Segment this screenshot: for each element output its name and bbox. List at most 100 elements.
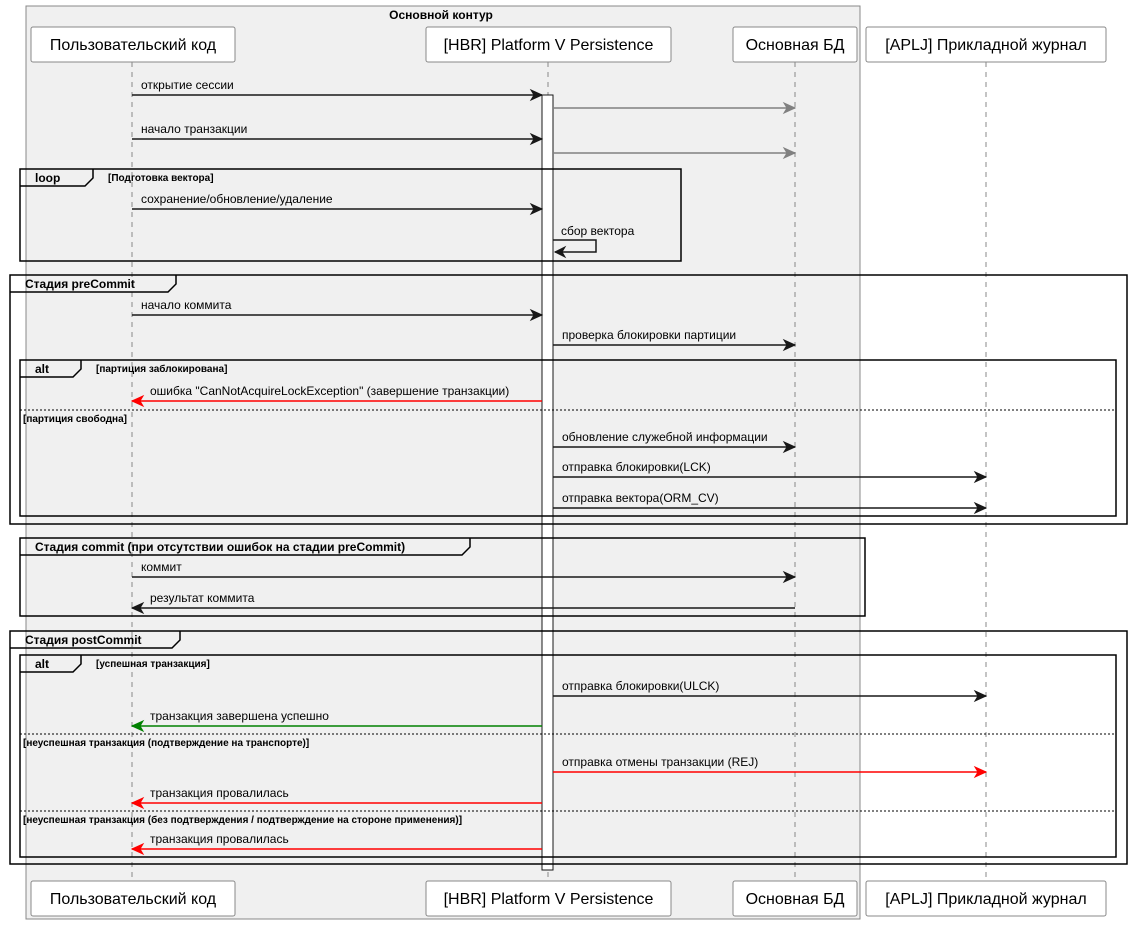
frame-condition: [Подготовка вектора] — [108, 173, 214, 184]
participant-hbr-bottom[interactable]: [HBR] Platform V Persistence — [425, 880, 672, 917]
frame-border — [19, 654, 1117, 858]
arrowhead-icon — [782, 338, 797, 352]
main-box-title: Основной контур — [389, 8, 493, 22]
participant-user-top[interactable]: Пользовательский код — [30, 26, 236, 63]
arrowhead-icon — [529, 308, 544, 322]
message-label: результат коммита — [150, 591, 255, 605]
frame-5: alt [успешная транзакция] [неуспешная тран… — [19, 654, 1117, 858]
message-label: открытие сессии — [141, 78, 234, 92]
arrowhead-icon — [130, 796, 145, 810]
arrowhead-icon — [782, 440, 797, 454]
arrowhead-icon — [973, 689, 988, 703]
message-label: коммит — [141, 560, 182, 574]
participant-db-bottom[interactable]: Основная БД — [732, 880, 858, 917]
frame-condition: [партиция заблокирована] — [96, 363, 227, 375]
participant-label: Основная БД — [746, 891, 845, 908]
else-condition: [неуспешная транзакция (подтверждение на… — [23, 738, 309, 749]
participant-label: [HBR] Platform V Persistence — [444, 37, 654, 54]
participant-aplj-bottom[interactable]: [APLJ] Прикладной журнал — [865, 880, 1107, 917]
arrowhead-icon — [782, 570, 797, 584]
arrowhead-icon — [130, 842, 145, 856]
frame-condition: [успешная транзакция] — [96, 659, 210, 670]
arrowhead-icon — [529, 88, 544, 102]
arrowhead-icon — [973, 470, 988, 484]
participant-box — [732, 26, 858, 63]
participant-box — [865, 26, 1107, 63]
arrowhead-icon — [529, 132, 544, 146]
frame-tag: loop — [35, 171, 60, 185]
frame-border — [19, 537, 866, 617]
arrowhead-icon — [973, 501, 988, 515]
frame-border — [19, 359, 1117, 517]
participant-user-bottom[interactable]: Пользовательский код — [30, 880, 236, 917]
message-7: проверка блокировки партиции — [553, 328, 797, 352]
message-14: отправка блокировки(ULCK) — [553, 679, 988, 703]
message-label: транзакция провалилась — [150, 786, 289, 800]
frame-tab — [20, 169, 94, 187]
frame-tag: Стадия commit (при отсутствии ошибок на … — [35, 540, 405, 554]
arrowhead-icon — [782, 101, 797, 115]
frame-border — [19, 168, 682, 262]
participant-label: [HBR] Platform V Persistence — [444, 891, 654, 908]
message-2: начало транзакции — [132, 122, 544, 146]
participant-box — [30, 880, 236, 917]
participant-label: Основная БД — [746, 37, 845, 54]
message-3 — [553, 146, 797, 160]
message-15: транзакция завершена успешно — [130, 709, 542, 733]
frame-tag: Стадия preCommit — [25, 277, 135, 291]
message-label: транзакция провалилась — [150, 832, 289, 846]
arrowhead-icon — [130, 601, 145, 615]
arrowhead-icon — [782, 146, 797, 160]
participant-label: [APLJ] Прикладной журнал — [885, 891, 1086, 908]
participant-box — [425, 880, 672, 917]
message-label: отправка блокировки(ULCK) — [562, 679, 719, 693]
message-label: отправка блокировки(LCK) — [562, 460, 711, 474]
participant-db-top[interactable]: Основная БД — [732, 26, 858, 63]
message-6: начало коммита — [132, 298, 544, 322]
frame-1: Стадия preCommit — [9, 274, 1128, 525]
participant-label: [APLJ] Прикладной журнал — [885, 37, 1086, 54]
message-label: начало коммита — [141, 298, 232, 312]
message-8: ошибка "CanNotAcquireLockException" (зав… — [130, 384, 542, 408]
message-0: открытие сессии — [132, 78, 544, 102]
message-13: результат коммита — [130, 591, 795, 615]
message-label: сбор вектора — [561, 224, 635, 238]
arrowhead-icon — [553, 245, 567, 259]
frame-tab — [20, 360, 82, 378]
participant-box — [865, 880, 1107, 917]
message-1 — [553, 101, 797, 115]
frame-tag: alt — [35, 657, 49, 671]
message-label: сохранение/обновление/удаление — [141, 192, 333, 206]
participant-label: Пользовательский код — [50, 891, 217, 908]
else-condition: [неуспешная транзакция (без подтверждени… — [23, 814, 462, 826]
message-18: транзакция провалилась — [130, 832, 542, 856]
message-label: транзакция завершена успешно — [150, 709, 329, 723]
arrowhead-icon — [973, 765, 988, 779]
arrowhead-icon — [130, 719, 145, 733]
message-label: обновление служебной информации — [562, 430, 768, 444]
participant-aplj-top[interactable]: [APLJ] Прикладной журнал — [865, 26, 1107, 63]
frame-tab — [10, 275, 177, 293]
frame-border — [9, 630, 1128, 865]
frame-tab — [20, 538, 471, 556]
message-label: ошибка "CanNotAcquireLockException" (зав… — [150, 384, 509, 398]
frame-2: alt[партиция заблокирована][партиция сво… — [19, 359, 1117, 517]
frame-border — [9, 274, 1128, 525]
frame-4: Стадия postCommit — [9, 630, 1128, 865]
frame-tag: Стадия postCommit — [25, 633, 142, 647]
participant-label: Пользовательский код — [50, 37, 217, 54]
message-9: обновление служебной информации — [553, 430, 797, 454]
frame-tab — [20, 655, 82, 673]
message-4: сохранение/обновление/удаление — [132, 192, 544, 216]
message-5: сбор вектора — [553, 224, 635, 259]
message-label: отправка отмены транзакции (REJ) — [562, 755, 758, 769]
main-box — [25, 5, 861, 920]
participant-hbr-top[interactable]: [HBR] Platform V Persistence — [425, 26, 672, 63]
else-condition: [партиция свободна] — [23, 413, 127, 425]
activation-bar — [541, 94, 554, 871]
message-16: отправка отмены транзакции (REJ) — [553, 755, 988, 779]
message-10: отправка блокировки(LCK) — [553, 460, 988, 484]
message-label: начало транзакции — [141, 122, 247, 136]
self-message-line — [553, 239, 597, 253]
